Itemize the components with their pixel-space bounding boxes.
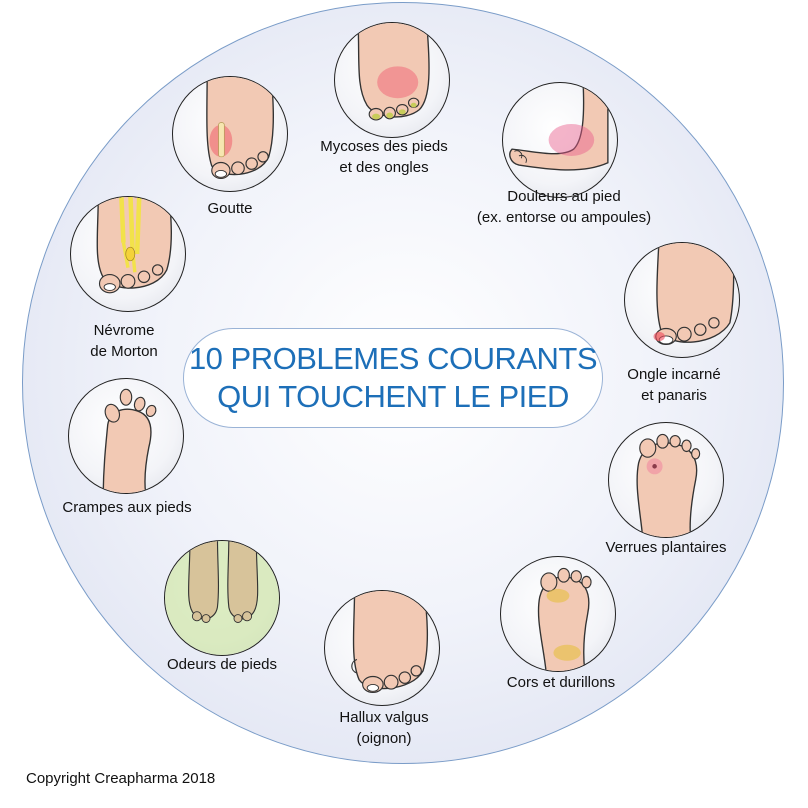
plantar-wart-icon	[608, 422, 724, 538]
label-cors: Cors et durillons	[506, 674, 616, 691]
label-verrues: Verrues plantaires	[605, 539, 727, 556]
morton-neuroma-icon	[70, 196, 186, 312]
label-goutte: Goutte	[207, 200, 253, 217]
gout-icon	[172, 76, 288, 192]
bunion-icon	[324, 590, 440, 706]
copyright: Copyright Creapharma 2018	[26, 770, 216, 787]
corns-calluses-icon	[500, 556, 616, 672]
foot-odor-icon	[164, 540, 280, 656]
label-odeurs: Odeurs de pieds	[166, 656, 278, 673]
foot-cramp-icon	[68, 378, 184, 494]
foot-pain-icon	[502, 82, 618, 198]
title-box: 10 PROBLEMES COURANTS QUI TOUCHENT LE PI…	[183, 328, 603, 428]
label-crampes: Crampes aux pieds	[62, 499, 192, 516]
ingrown-nail-icon	[624, 242, 740, 358]
label-douleurs: Douleurs au pied(ex. entorse ou ampoules…	[476, 188, 652, 226]
title-line-1: 10 PROBLEMES COURANTS	[188, 341, 598, 376]
label-hallux: Hallux valgus(oignon)	[339, 709, 429, 747]
title-line-2: QUI TOUCHENT LE PIED	[217, 379, 569, 414]
fungal-foot-icon	[334, 22, 450, 138]
